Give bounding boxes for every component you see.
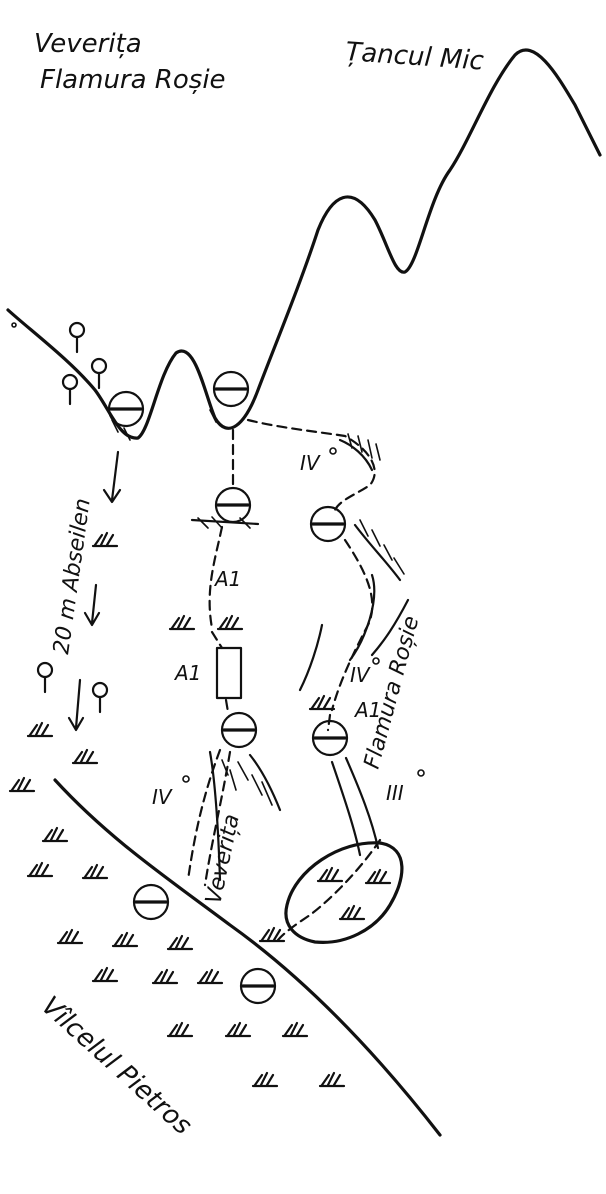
grade-a1-lower: A1 [173, 661, 201, 685]
belay-station-icon [309, 505, 347, 543]
rappel-label: 20 m Abseilen [49, 497, 96, 656]
grade-iv-top: IV [300, 451, 321, 475]
route-veverita-label: Veverița [201, 812, 244, 906]
aid-section-box [215, 646, 243, 700]
ridge-outline [6, 48, 602, 440]
peak-label: Țancul Mic [345, 37, 485, 77]
belay-station-icon [220, 711, 258, 749]
grass-tuft-icon [8, 776, 36, 793]
title-line-1: Veverița [34, 29, 142, 59]
grade-a1-upper: A1 [213, 567, 241, 591]
grade-iii: III [386, 781, 404, 805]
rock-pillar-hatching [208, 750, 282, 882]
valley-edge [53, 778, 442, 1137]
grass-tuft-icon [166, 1021, 194, 1038]
grass-tuft-icon [216, 614, 244, 631]
grass-tuft-icon [318, 1071, 346, 1088]
route-flamura-line [246, 418, 382, 942]
grass-ledge-outline [284, 841, 404, 944]
grass-tuft-icon [338, 904, 366, 921]
rappel-arrows [67, 450, 122, 732]
grade-a1-right: A1 [353, 698, 381, 722]
grade-iv-left: IV [152, 785, 173, 809]
grass-tuft-icon [26, 861, 54, 878]
tree-icon [36, 661, 54, 694]
grass-tuft-icon [71, 748, 99, 765]
grass-tuft-icon [41, 826, 69, 843]
cliff-hatching [298, 433, 410, 692]
grass-tuft-icon [316, 866, 344, 883]
tree-icon [61, 373, 79, 406]
grass-tuft-icon [56, 928, 84, 945]
grass-tuft-icon [81, 863, 109, 880]
route-veverita-line [186, 428, 260, 887]
tree-icon [90, 357, 108, 390]
grass-tuft-icon [166, 934, 194, 951]
grass-tuft-icon [258, 926, 286, 943]
grass-tuft-icon [91, 966, 119, 983]
grass-tuft-icon [151, 968, 179, 985]
grass-tuft-icon [251, 1071, 279, 1088]
tree-icon [91, 681, 109, 714]
title-line-2: Flamura Roșie [40, 65, 226, 95]
route-flamura-label: Flamura Roșie [360, 613, 425, 771]
grass-tuft-icon [168, 614, 196, 631]
grade-iv-mid: IV [350, 663, 371, 687]
belay-station-icon [132, 883, 170, 921]
belay-station-icon [214, 486, 252, 524]
tree-icon [68, 321, 86, 354]
grass-tuft-icon [364, 868, 392, 885]
valley-label: Vîlcelul Pietros [35, 991, 197, 1141]
grass-tuft-icon [26, 721, 54, 738]
grass-tuft-icon [281, 1021, 309, 1038]
ridge-hatching [111, 409, 217, 441]
grass-tuft-icon [196, 968, 224, 985]
grass-tuft-icon [91, 531, 119, 548]
grass-tuft-icon [224, 1021, 252, 1038]
belay-station-icon [239, 967, 277, 1005]
belay-station-icon [212, 370, 250, 408]
grass-tuft-icon [111, 931, 139, 948]
belay-station-icon [311, 719, 349, 757]
piton-icon [11, 322, 425, 783]
grass-tuft-icon [308, 694, 336, 711]
belay-station-icon [107, 390, 145, 428]
